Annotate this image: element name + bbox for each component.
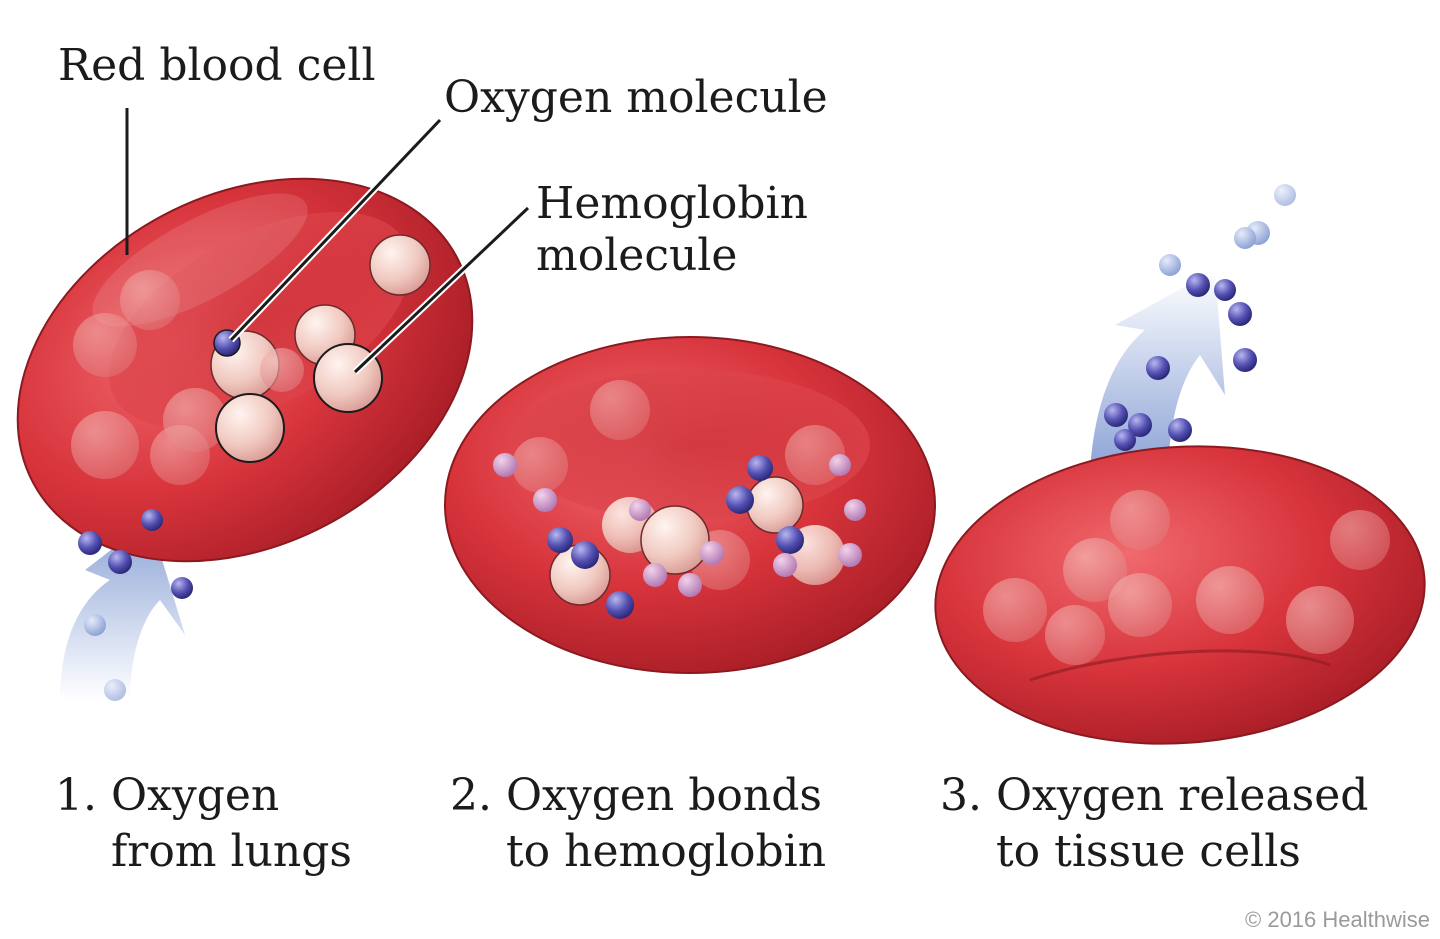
leader-lines — [125, 108, 531, 375]
step-line2: from lungs — [111, 826, 353, 877]
red-blood-cell-2 — [444, 336, 936, 674]
red-blood-cell-1 — [16, 177, 474, 563]
inflow-arrow — [60, 520, 185, 700]
label-oxygen-molecule: Oxygen molecule — [444, 72, 828, 123]
label-hemoglobin-line2: molecule — [536, 230, 738, 281]
step-line2: to hemoglobin — [506, 826, 827, 877]
hemoglobin-molecule — [369, 234, 431, 296]
step-caption-1: 1. Oxygen from lungs — [55, 768, 352, 880]
label-red-blood-cell: Red blood cell — [58, 40, 376, 91]
oxygen-inflow — [78, 509, 193, 701]
step-line1: Oxygen — [110, 770, 280, 821]
step-caption-3: 3. Oxygen released to tissue cells — [940, 768, 1368, 880]
step-line1: Oxygen released — [995, 770, 1369, 821]
label-hemoglobin-molecule: Hemoglobin molecule — [536, 178, 808, 282]
step-number: 3. — [940, 770, 982, 821]
red-blood-cell-3 — [934, 445, 1426, 745]
copyright-notice: © 2016 Healthwise — [1245, 907, 1430, 932]
step-line2: to tissue cells — [996, 826, 1301, 877]
step-number: 1. — [55, 770, 97, 821]
bound-oxygen — [493, 453, 866, 619]
oxygen-released — [1104, 184, 1296, 451]
step-caption-2: 2. Oxygen bonds to hemoglobin — [450, 768, 826, 880]
step-line1: Oxygen bonds — [505, 770, 822, 821]
label-hemoglobin-line1: Hemoglobin — [536, 178, 808, 229]
step-number: 2. — [450, 770, 492, 821]
